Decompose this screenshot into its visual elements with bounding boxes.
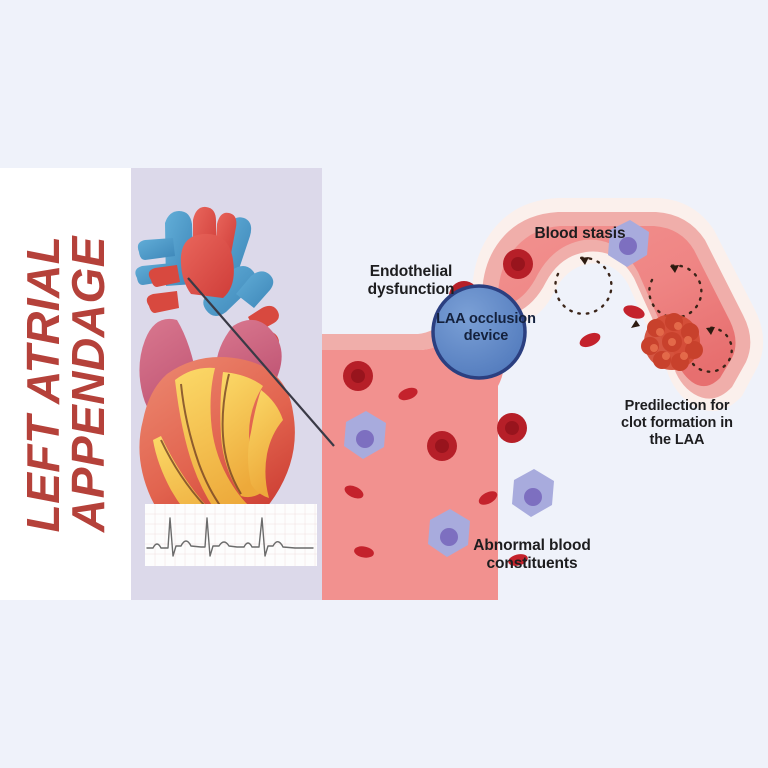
laa-occlusion-device-icon[interactable] (431, 284, 527, 380)
rbc-icon (508, 554, 528, 566)
rbc-icon (427, 431, 457, 461)
rbc-icon (497, 413, 527, 443)
rbc-icon (344, 485, 364, 499)
label-blood-stasis: Blood stasis (534, 225, 626, 242)
rbc-icon (343, 361, 373, 391)
label-clot-predilection: Predilection for clot formation in the L… (621, 398, 733, 449)
laa-diagram (322, 168, 768, 600)
figure-title: LEFT ATRIAL APPENDAGE (16, 174, 114, 594)
figure-title-line2: APPENDAGE (61, 236, 114, 532)
laa-figure: LEFT ATRIAL APPENDAGE (0, 168, 768, 600)
label-endothelial-dysfunction: Endothelial dysfunction (367, 263, 455, 299)
rbc-icon (398, 387, 418, 401)
ecg-rhythm-strip-icon (145, 504, 317, 566)
label-laa-occlusion-device: LAA occlusion device (436, 311, 536, 345)
rbc-icon (354, 546, 374, 558)
ecg-strip (145, 504, 317, 566)
wbc-icon (608, 220, 649, 267)
wbc-icon (344, 411, 386, 459)
rbc-icon (623, 305, 645, 319)
rbc-group-laa (503, 249, 645, 348)
figure-title-line1: LEFT ATRIAL (16, 235, 69, 533)
wbc-icon (428, 509, 470, 557)
heart-panel (131, 168, 322, 600)
rbc-icon (579, 332, 601, 348)
aorta-icon (146, 206, 279, 358)
rbc-icon (503, 249, 533, 279)
title-strip: LEFT ATRIAL APPENDAGE (0, 168, 131, 600)
stasis-arrowhead-icon (580, 257, 715, 335)
label-abnormal-blood-constituents: Abnormal blood constituents (473, 537, 591, 573)
thrombus-clot-icon (641, 313, 703, 371)
rbc-icon (478, 491, 498, 505)
wbc-icon (512, 469, 554, 517)
wbc-group-atrium (344, 411, 554, 557)
